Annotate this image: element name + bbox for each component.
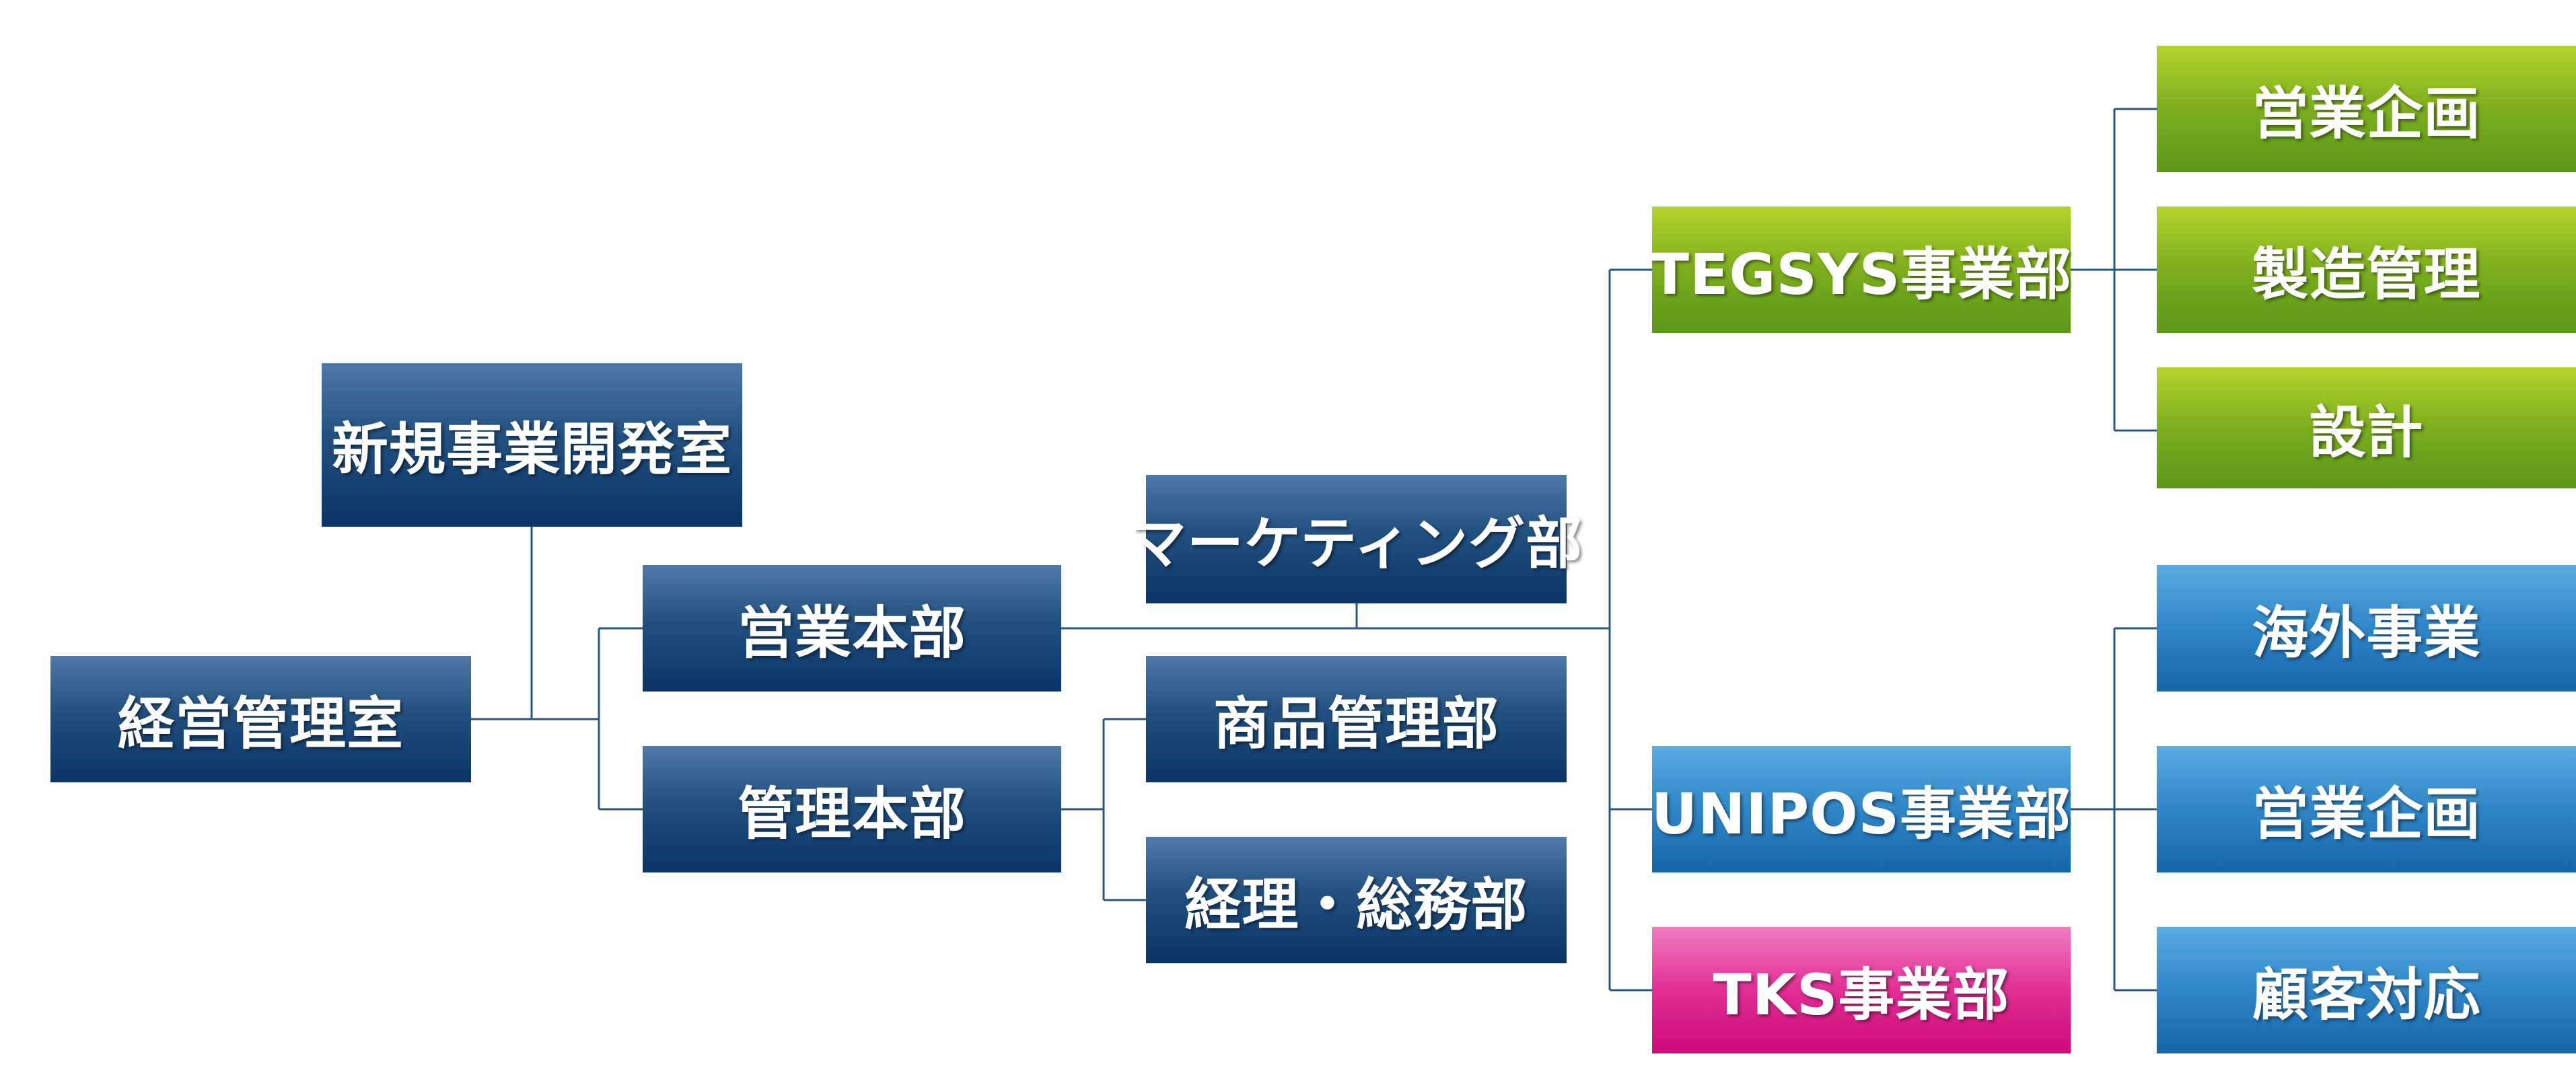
node-unipos-jigyobu: UNIPOS事業部 [1651,746,2071,872]
connector-units [1608,268,1652,992]
node-tks-jigyobu: TKS事業部 [1652,927,2071,1053]
node-tegsys-seizo-kanri: 製造管理 [2157,207,2576,333]
node-tegsys-eigyo-kikaku: 営業企画 [2157,46,2576,172]
node-tegsys-jigyobu: TEGSYS事業部 [1651,207,2071,333]
node-tegsys-sekkei: 設計 [2157,367,2576,488]
node-eigyo-honbu: 営業本部 [643,565,1061,692]
node-keiri-somu-bu: 経理・総務部 [1146,837,1567,963]
connector-honbu-split [598,627,643,811]
connector-kanri [1061,718,1146,901]
node-marketing-bu: マーケティング部 [1130,475,1582,603]
node-shohin-kanri-bu: 商品管理部 [1146,656,1567,782]
node-keiei-kanri-shitsu: 経営管理室 [50,656,471,782]
node-unipos-eigyo-kikaku: 営業企画 [2157,746,2576,872]
node-kanri-honbu: 管理本部 [643,746,1061,872]
connector-unipos-sub [2071,627,2157,992]
connector-tegsys-sub [2071,108,2157,432]
node-unipos-kaigai-jigyo: 海外事業 [2157,565,2576,692]
node-shinki-jigyo-kaihatsu-shitsu: 新規事業開発室 [322,363,742,527]
node-unipos-kokyaku-taio: 顧客対応 [2157,927,2576,1053]
